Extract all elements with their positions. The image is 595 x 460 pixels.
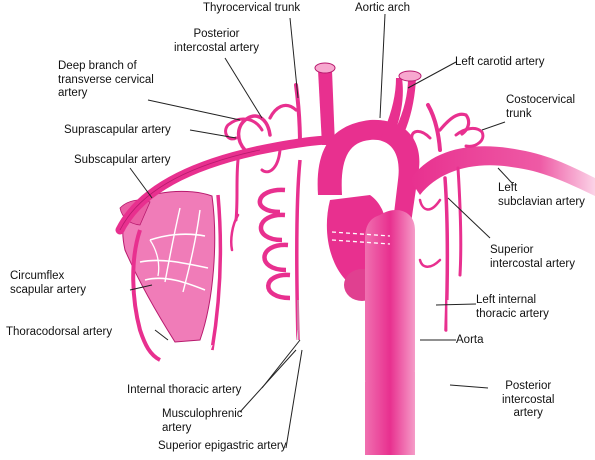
- label-posterior-intercostal-top: Posterior intercostal artery: [174, 28, 260, 54]
- ribs-left: [257, 187, 291, 301]
- label-deep-branch-transverse-cervical: Deep branch of transverse cervical arter…: [58, 60, 154, 99]
- internal-thoracic-left: [284, 159, 303, 421]
- right-subclavian: [115, 135, 335, 235]
- descending-aorta: [342, 210, 442, 455]
- label-left-subclavian-artery: Left subclavian artery: [498, 182, 585, 208]
- label-left-carotid-artery: Left carotid artery: [455, 56, 545, 68]
- brachiocephalic-trunk: [314, 62, 336, 145]
- label-superior-intercostal-artery: Superior intercostal artery: [490, 244, 576, 270]
- label-left-internal-thoracic-artery: Left internal thoracic artery: [476, 294, 549, 320]
- label-posterior-intercostal-bottom: Posterior intercostal artery: [502, 380, 555, 419]
- thoracodorsal: [131, 194, 223, 363]
- label-internal-thoracic-artery: Internal thoracic artery: [127, 384, 242, 396]
- label-circumflex-scapular-artery: Circumflex scapular artery: [10, 270, 87, 296]
- ligamentum: [331, 231, 391, 245]
- label-thoracodorsal-artery: Thoracodorsal artery: [6, 326, 113, 338]
- label-costocervical-trunk: Costocervical trunk: [506, 94, 576, 120]
- label-subscapular-artery: Subscapular artery: [74, 154, 171, 166]
- leader-lines: [129, 13, 513, 449]
- right-branches: [410, 103, 485, 332]
- left-subclavian: [410, 146, 595, 196]
- left-branches: [224, 83, 302, 252]
- label-aorta: Aorta: [456, 334, 484, 346]
- left-carotid: [380, 70, 422, 145]
- label-thyrocervical-trunk: Thyrocervical trunk: [203, 2, 301, 14]
- label-superior-epigastric-artery: Superior epigastric artery: [158, 440, 287, 452]
- label-suprascapular-artery: Suprascapular artery: [64, 124, 171, 136]
- label-aortic-arch: Aortic arch: [355, 2, 410, 14]
- label-musculophrenic-artery: Musculophrenic artery: [162, 408, 243, 434]
